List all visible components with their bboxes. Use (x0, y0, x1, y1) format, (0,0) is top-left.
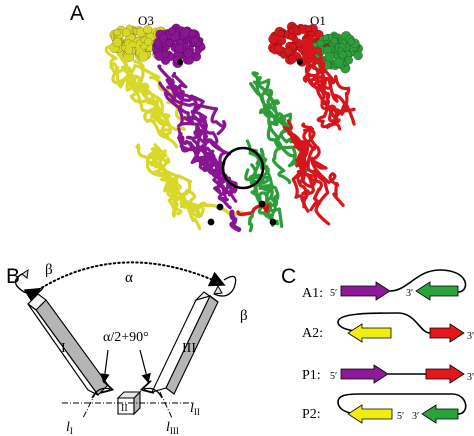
alpha-arc (23, 261, 226, 304)
p2-green-arrow (421, 404, 459, 424)
block-ii (116, 390, 142, 416)
row-p1-3prime: 3′ (467, 372, 474, 383)
row-a2-label: A2: (302, 326, 323, 341)
axis-lii-label: lII (190, 401, 200, 417)
alpha-label: α (125, 270, 133, 286)
p1-red-arrow (425, 364, 465, 384)
a1-purple-arrow (340, 281, 391, 301)
panel-b: B α β β I III II (6, 261, 248, 436)
row-a1-3prime: 3′ (406, 288, 413, 299)
angle-label: α/2+90° (103, 330, 149, 345)
row-a2: A2: 3′ (302, 312, 474, 343)
panel-c: C A1: 5′ 3′ A2: 3′ P1: 5′ 3′ (281, 265, 474, 424)
beta-right-label: β (240, 308, 248, 324)
row-p1-5prime: 5′ (330, 371, 337, 382)
row-a1-label: A1: (302, 286, 323, 301)
a1-green-arrow (415, 281, 459, 301)
terminal-dots (177, 59, 303, 226)
row-p2: P2: 5′ 3′ (302, 393, 467, 424)
row-a1: A1: 5′ 3′ (302, 269, 467, 301)
curl-arrow-left (91, 388, 110, 399)
row-p1: P1: 5′ 3′ (302, 364, 474, 384)
highlight-ring (221, 146, 265, 190)
angle-pointer-right (139, 349, 151, 384)
block-i (27, 293, 109, 396)
atom-spheres (109, 21, 364, 74)
a1-loop (389, 269, 467, 293)
axis-liii-label: lIII (166, 420, 179, 436)
block-iii-label: III (182, 341, 196, 356)
row-p2-5prime: 5′ (397, 411, 404, 422)
protein-structure (104, 21, 364, 233)
beta-left-label: β (45, 262, 53, 278)
p2-yellow-arrow (347, 404, 393, 424)
block-i-label: I (61, 341, 66, 356)
row-a2-3prime: 3′ (467, 331, 474, 342)
row-p1-label: P1: (302, 368, 321, 383)
block-iii (150, 291, 219, 395)
axis-li-label: lI (66, 420, 73, 436)
panel-a-letter: A (70, 2, 84, 25)
a2-yellow-arrow (347, 323, 392, 343)
beta-right-arrow (213, 275, 237, 297)
row-p2-3prime: 3′ (412, 411, 419, 422)
p2-loop (337, 393, 467, 415)
beta-left-arrow (14, 273, 45, 295)
row-a1-5prime: 5′ (330, 288, 337, 299)
block-ii-label: II (121, 403, 128, 414)
axis-li (82, 391, 97, 419)
p1-purple-arrow (340, 364, 389, 384)
panel-b-letter: B (6, 265, 20, 288)
label-o3: O3 (138, 13, 154, 28)
panel-a: A O3 O1 (70, 2, 364, 233)
axis-liii (159, 391, 173, 419)
row-p2-label: P2: (302, 407, 321, 422)
angle-pointer-left (100, 349, 110, 384)
curl-arrow-right (144, 388, 163, 399)
ribbon-backbone (104, 38, 356, 233)
panel-c-letter: C (281, 265, 296, 288)
a2-red-arrow (429, 323, 465, 343)
